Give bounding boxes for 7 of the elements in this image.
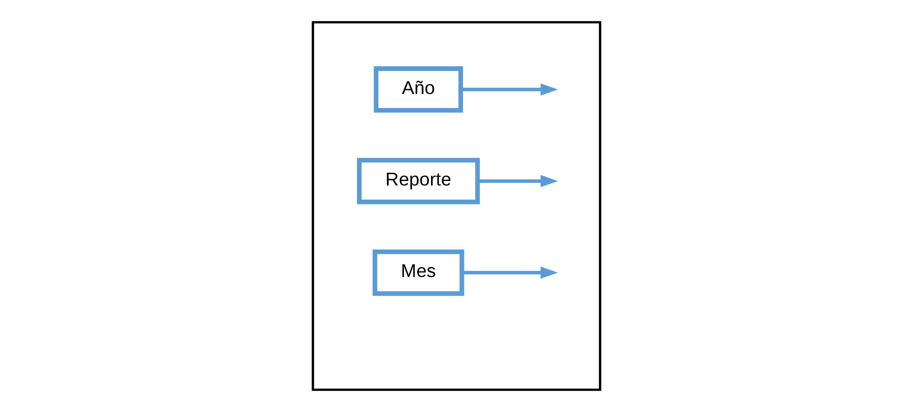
node-box: Reporte: [356, 158, 480, 204]
arrow: [462, 266, 558, 279]
arrow: [478, 174, 558, 188]
node-box: Año: [374, 66, 464, 113]
node-box: Mes: [372, 249, 464, 296]
cluster: [312, 21, 602, 391]
arrow: [461, 83, 558, 96]
